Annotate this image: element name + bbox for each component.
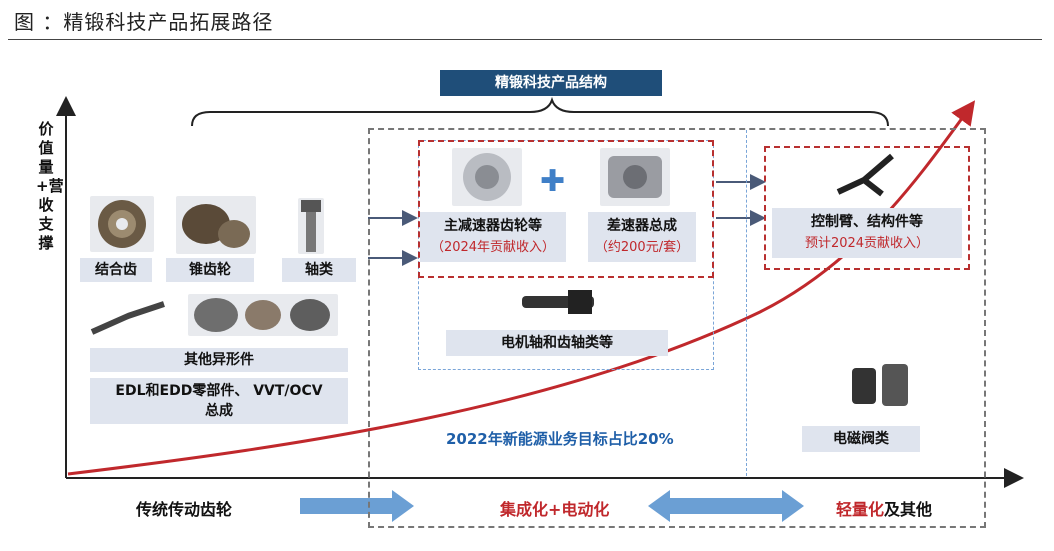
photo-reducer <box>452 148 522 206</box>
bottom-traditional: 传统传动齿轮 <box>136 500 233 519</box>
integration-red-box <box>418 140 714 278</box>
lightweight-red-box <box>764 146 970 270</box>
figure-title: 图 ：精锻科技产品拓展路径 <box>14 10 274 34</box>
photo-shaft <box>298 198 324 254</box>
photo-differential <box>600 148 670 206</box>
photo-gear <box>90 196 154 252</box>
photo-bevel-gear <box>176 196 256 254</box>
label-main-reducer-note: （2024年贡献收入） <box>430 240 556 255</box>
label-edl-line2: 总成 <box>205 403 233 419</box>
label-differential-note: （约200元/套） <box>594 240 690 255</box>
label-differential: 差速器总成 （约200元/套） <box>588 212 696 262</box>
title-rule <box>8 39 1042 40</box>
label-main-reducer: 主减速器齿轮等 （2024年贡献收入） <box>420 212 566 262</box>
bottom-lightweight: 轻量化及其他 <box>836 496 932 520</box>
bottom-arrow-double <box>648 490 804 522</box>
label-edl-parts: EDL和EDD零部件、 VVT/OCV 总成 <box>90 378 348 424</box>
photo-arm-part <box>88 296 168 338</box>
label-main-reducer-title: 主减速器齿轮等 <box>444 218 542 234</box>
label-solenoid: 电磁阀类 <box>802 426 920 452</box>
bottom-lightweight-red: 轻量化 <box>836 500 885 519</box>
photo-control-arm <box>834 150 898 200</box>
label-coupling-gear: 结合齿 <box>80 258 152 282</box>
structure-title: 精锻科技产品结构 <box>440 70 662 96</box>
new-products-region <box>368 128 986 528</box>
growth-curve <box>67 100 976 476</box>
label-control-arm-note: 预计2024贡献收入） <box>804 236 930 251</box>
photo-solenoid <box>846 358 916 414</box>
region-divider <box>746 130 747 476</box>
label-shaft: 轴类 <box>282 258 356 282</box>
bottom-arrow-right <box>300 490 414 522</box>
label-bevel-gear: 锥齿轮 <box>166 258 254 282</box>
photo-motor-shaft <box>518 286 598 318</box>
plus-icon: ✚ <box>540 164 566 199</box>
bottom-lightweight-black: 及其他 <box>884 500 933 519</box>
ev-target-text: 2022年新能源业务目标占比20% <box>446 430 674 448</box>
bottom-integration: 集成化+电动化 <box>500 500 610 519</box>
label-motor-shaft: 电机轴和齿轴类等 <box>446 330 668 356</box>
label-differential-title: 差速器总成 <box>607 218 677 234</box>
label-edl-line1: EDL和EDD零部件、 VVT/OCV <box>115 383 323 399</box>
structure-brace <box>191 96 889 127</box>
label-control-arm: 控制臂、结构件等 预计2024贡献收入） <box>772 208 962 258</box>
label-control-arm-title: 控制臂、结构件等 <box>811 214 923 230</box>
photo-misc-parts <box>188 294 338 336</box>
y-axis-label: 价值量+营收支撑 <box>36 120 64 252</box>
label-other-parts: 其他异形件 <box>90 348 348 372</box>
